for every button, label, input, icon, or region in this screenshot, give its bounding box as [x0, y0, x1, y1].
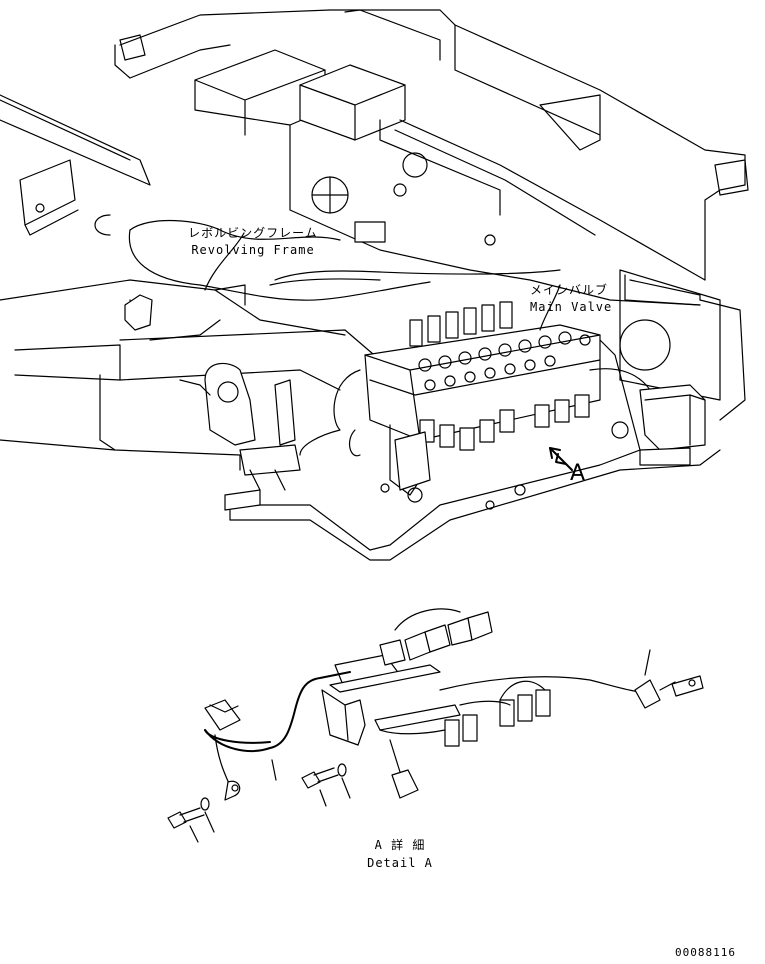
bolt-left: [167, 797, 215, 843]
detail-a-title-en: Detail A: [367, 856, 433, 870]
view-marker-a: A: [570, 461, 586, 486]
main-valve-block: [348, 301, 629, 510]
main-valve-label-en: Main Valve: [530, 300, 613, 314]
revolving-frame-label-jp: レボルビングフレーム: [188, 226, 318, 240]
bolt-middle: [301, 763, 351, 807]
detail-a-title-jp: A 詳 細: [374, 838, 426, 852]
drawing-number: 00088116: [675, 946, 736, 959]
revolving-frame-drawing: [0, 9, 749, 561]
detail-a-drawing: [167, 608, 704, 843]
main-valve-label-jp: メインバルブ: [530, 283, 609, 297]
revolving-frame-label-en: Revolving Frame: [191, 243, 315, 257]
